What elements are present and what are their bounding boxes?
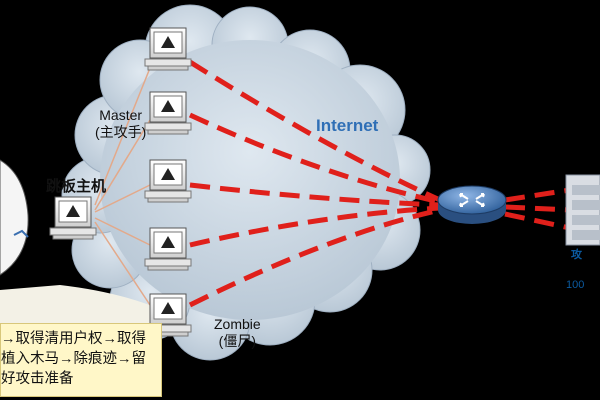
master-label: Master (主攻手)	[95, 107, 146, 141]
internet-label: Internet	[316, 116, 379, 135]
control-lines	[94, 67, 151, 306]
note-backdrop	[0, 285, 162, 323]
zombie-computer-2	[144, 227, 192, 271]
springboard-label: 跳板主机	[46, 178, 107, 195]
target-label: 攻	[571, 249, 582, 261]
note-line: 植入木马→除痕迹→留	[1, 351, 146, 367]
note-line: 好攻击准备	[1, 371, 74, 387]
zombie-label-line2: (僵尸)	[218, 332, 256, 349]
master-computer-2	[144, 91, 192, 135]
attack-lines	[188, 59, 571, 308]
master-label-line2: (主攻手)	[95, 123, 147, 140]
zombie-computer-3	[144, 293, 192, 337]
zombie-computer-1	[144, 159, 192, 203]
master-label-line1: Master	[99, 107, 143, 123]
attacker-figure	[0, 159, 29, 276]
server-icon	[565, 174, 600, 246]
master-computer-1	[144, 27, 192, 71]
note-line: →取得清用户权→取得	[1, 331, 146, 347]
attack-steps-note: →取得清用户权→取得 植入木马→除痕迹→留 好攻击准备	[0, 323, 162, 397]
router-icon	[437, 185, 507, 224]
zombie-label: Zombie (僵尸)	[214, 316, 261, 350]
springboard-computer	[49, 196, 97, 240]
zombie-label-line1: Zombie	[214, 316, 261, 332]
target-sublabel: 100	[566, 279, 585, 291]
